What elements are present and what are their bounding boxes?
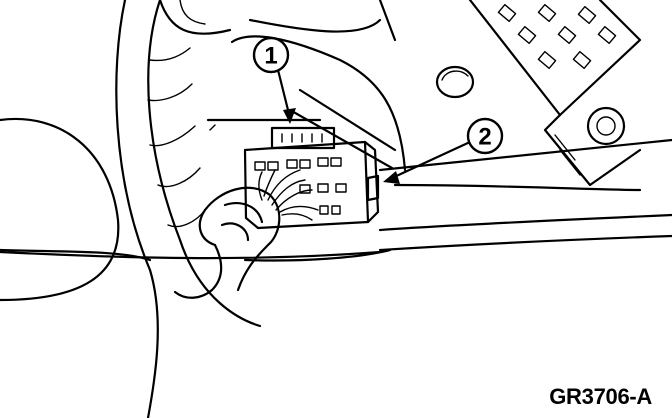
callout-2-number: 2: [478, 124, 491, 151]
callout-1-number: 1: [264, 43, 277, 70]
dash-panel-outline: [0, 0, 262, 418]
wiring-harness: [147, 0, 232, 228]
arrowhead-2: [383, 171, 400, 184]
lower-dash-rails: [0, 138, 672, 262]
harness-sleeve: [173, 186, 281, 299]
grommet-plug: [435, 65, 475, 99]
callout-leaders: [276, 68, 472, 184]
connector-side-latch: [366, 174, 380, 202]
figure-code: GR3706-A: [549, 384, 652, 409]
connector-locking-tab: [270, 126, 336, 150]
callout-1: 1: [252, 36, 290, 74]
callout-2: 2: [466, 117, 504, 155]
arrowhead-1: [283, 108, 296, 124]
electrical-connector: [243, 126, 380, 230]
relay-block: [468, 0, 642, 187]
mounting-bracket: [206, 0, 407, 172]
connector-wires: [258, 169, 319, 221]
